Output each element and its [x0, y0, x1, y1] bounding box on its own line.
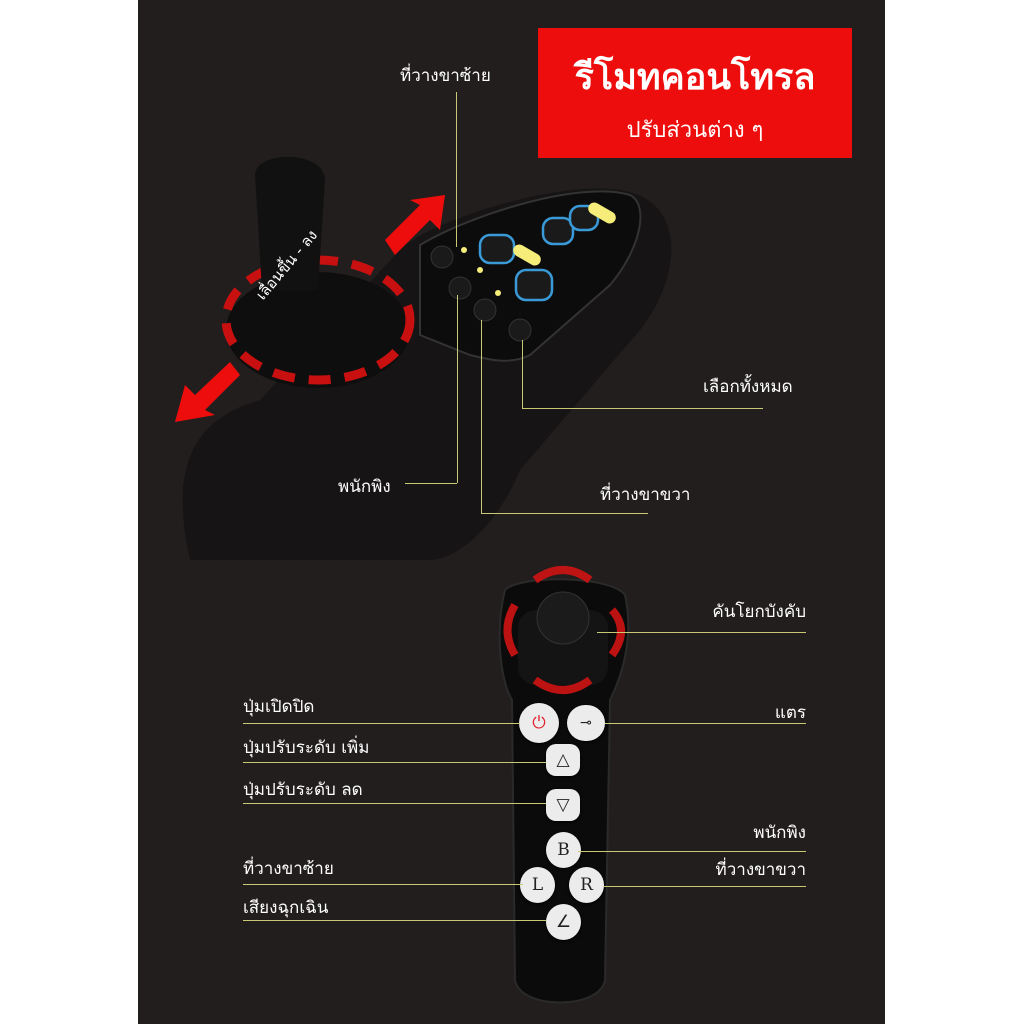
horn-icon: ⊸	[580, 715, 592, 731]
callout-line	[522, 340, 523, 408]
callout-level-down: ปุ่มปรับระดับ ลด	[243, 780, 363, 800]
callout-line	[604, 886, 806, 887]
left-leg-rest-button[interactable]: L	[520, 867, 555, 903]
power-button[interactable]: ⏻	[519, 703, 559, 743]
callout-line	[522, 408, 763, 409]
page-subtitle: ปรับส่วนต่าง ๆ	[626, 118, 764, 143]
callout-line	[243, 723, 520, 724]
callout-emergency-sound: เสียงฉุกเฉิน	[243, 898, 329, 918]
right-leg-rest-button[interactable]: R	[569, 867, 604, 903]
callout-select-all: เลือกทั้งหมด	[703, 377, 793, 397]
callout-right-leg-rest: ที่วางขาขวา	[600, 485, 691, 505]
power-icon: ⏻	[532, 713, 546, 733]
callout-line	[456, 92, 457, 247]
callout-horn: แตร	[774, 703, 806, 723]
callout-power: ปุ่มเปิดปิด	[243, 697, 315, 717]
callout-line	[243, 920, 546, 921]
callout-right-leg-rest-remote: ที่วางขาขวา	[715, 860, 806, 880]
callout-line	[243, 803, 546, 804]
emergency-sound-button[interactable]: ∠	[546, 904, 581, 940]
callout-line	[243, 762, 546, 763]
callout-line	[481, 513, 648, 514]
callout-backrest: พนักพิง	[338, 477, 391, 497]
triangle-down-icon: ▽	[556, 795, 570, 815]
page-title: รีโมทคอนโทรล	[574, 57, 816, 98]
callout-line	[578, 851, 806, 852]
callout-line	[597, 632, 806, 633]
callout-level-up: ปุ่มปรับระดับ เพิ่ม	[243, 738, 370, 758]
callout-left-leg-rest-remote: ที่วางขาซ้าย	[243, 859, 334, 879]
callout-line	[243, 884, 523, 885]
callout-backrest-remote: พนักพิง	[753, 823, 806, 843]
level-up-button[interactable]: △	[546, 744, 580, 776]
emergency-icon: ∠	[555, 912, 572, 932]
callout-line	[405, 483, 457, 484]
callout-left-leg-rest: ที่วางขาซ้าย	[400, 66, 491, 86]
title-banner: รีโมทคอนโทรล ปรับส่วนต่าง ๆ	[538, 28, 852, 158]
horn-button[interactable]: ⊸	[567, 705, 605, 741]
callout-line	[457, 295, 458, 483]
backrest-button[interactable]: B	[546, 832, 581, 868]
triangle-up-icon: △	[556, 750, 570, 770]
level-down-button[interactable]: ▽	[546, 789, 580, 821]
callout-line	[605, 723, 806, 724]
callout-line	[481, 320, 482, 513]
callout-joystick: คันโยกบังคับ	[712, 602, 806, 622]
